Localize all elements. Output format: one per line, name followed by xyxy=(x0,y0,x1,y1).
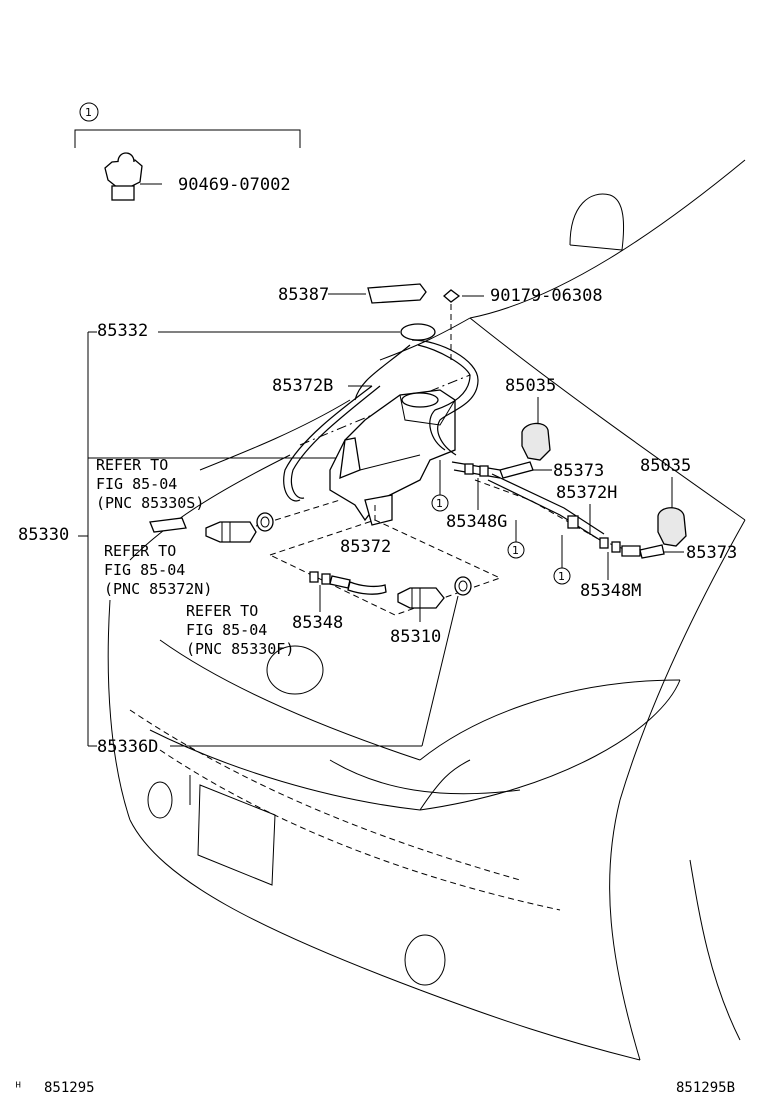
hose-to-nozzles xyxy=(451,461,665,559)
svg-text:(PNC 85330S): (PNC 85330S) xyxy=(96,494,204,512)
label-85372: 85372 xyxy=(340,537,391,557)
joint-85373-a: 85373 xyxy=(533,461,604,481)
svg-text:REFER TO: REFER TO xyxy=(104,542,176,560)
footer-right-code: 851295B xyxy=(676,1080,735,1096)
svg-text:FIG 85-04: FIG 85-04 xyxy=(186,621,267,639)
label-85336D: 85336D xyxy=(97,737,158,757)
small-hose-left xyxy=(149,517,187,533)
callout-marker-mid: 1 xyxy=(507,520,525,559)
label-85372B: 85372B xyxy=(272,376,333,396)
label-90469-07002: 90469-07002 xyxy=(178,175,291,195)
label-85373-b: 85373 xyxy=(686,543,737,563)
svg-text:FIG 85-04: FIG 85-04 xyxy=(104,561,185,579)
label-85387: 85387 xyxy=(278,285,329,305)
hose-85372H: 85372H xyxy=(556,483,617,535)
label-85035-right: 85035 xyxy=(640,456,691,476)
label-85348M: 85348M xyxy=(580,581,641,601)
label-85373-a: 85373 xyxy=(553,461,604,481)
part-90179: 90179-06308 xyxy=(443,286,603,360)
svg-text:1: 1 xyxy=(512,544,519,557)
callout-marker-right: 1 xyxy=(553,535,571,585)
label-85332: 85332 xyxy=(97,321,148,341)
svg-text:REFER TO: REFER TO xyxy=(186,602,258,620)
footer-left-code: 851295 xyxy=(44,1080,95,1096)
svg-text:(PNC 85330F): (PNC 85330F) xyxy=(186,640,294,658)
joint-85373-b: 85373 xyxy=(664,543,737,563)
part-85372: 85372 xyxy=(340,537,391,557)
label-85035-left: 85035 xyxy=(505,376,556,396)
callout-box-1: 1 90469-07002 xyxy=(74,102,301,201)
label-85372H: 85372H xyxy=(556,483,617,503)
svg-text:1: 1 xyxy=(558,570,565,583)
hose-85372B: 85372B xyxy=(272,376,381,502)
hose-85348M: 85348M xyxy=(580,552,641,601)
grommet-85336D: 85336D xyxy=(97,576,472,757)
svg-text:REFER TO: REFER TO xyxy=(96,456,168,474)
part-85332-cap: 85332 xyxy=(97,321,436,341)
label-85348: 85348 xyxy=(292,613,343,633)
refer-note-85330S: REFER TO FIG 85-04 (PNC 85330S) xyxy=(96,456,204,512)
label-85348G: 85348G xyxy=(446,512,507,532)
nozzle-85035-left: 85035 xyxy=(505,376,556,461)
refer-note-85372N: REFER TO FIG 85-04 (PNC 85372N) xyxy=(104,542,212,598)
washer-reservoir-tank xyxy=(329,339,479,526)
hose-85348: 85348 xyxy=(292,571,387,633)
label-85310: 85310 xyxy=(390,627,441,647)
nozzle-85035-right: 85035 xyxy=(640,456,691,547)
refer-note-85330F: REFER TO FIG 85-04 (PNC 85330F) xyxy=(186,602,294,658)
exploded-detail-frame xyxy=(268,505,502,616)
svg-text:FIG 85-04: FIG 85-04 xyxy=(96,475,177,493)
label-85330: 85330 xyxy=(18,525,69,545)
svg-text:1: 1 xyxy=(436,497,443,510)
clip-part-90469 xyxy=(104,152,162,201)
label-90179-06308: 90179-06308 xyxy=(490,286,603,306)
part-85387: 85387 xyxy=(278,283,427,305)
assembly-bracket-85330: 85330 xyxy=(18,331,340,747)
svg-text:(PNC 85372N): (PNC 85372N) xyxy=(104,580,212,598)
pump-85310: 85310 xyxy=(390,587,445,647)
grommet-left xyxy=(256,512,274,532)
callout-number: 1 xyxy=(85,106,92,119)
footer: ᴴ 851295 851295B xyxy=(14,1080,735,1096)
hose-85348G: 85348G 1 xyxy=(431,460,507,532)
footer-mark: ᴴ xyxy=(14,1080,22,1096)
